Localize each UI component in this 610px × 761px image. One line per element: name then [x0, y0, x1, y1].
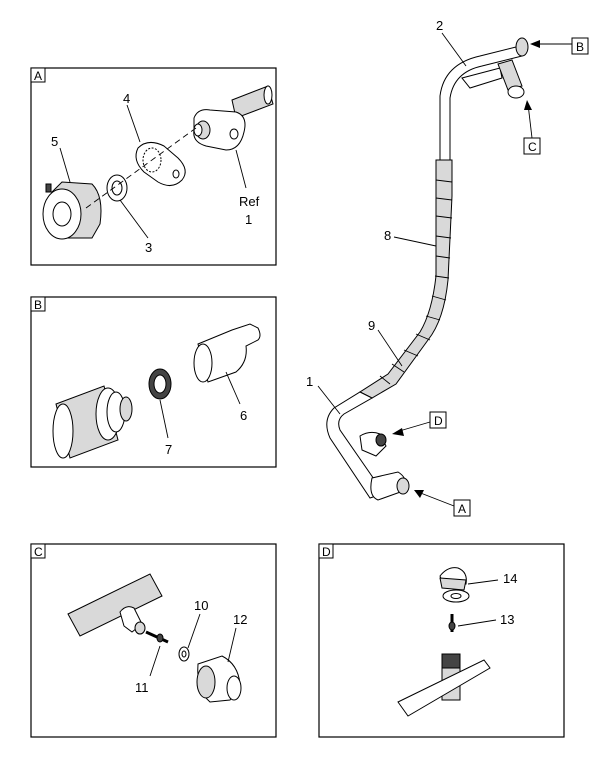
label-part-7: 7 — [165, 442, 172, 457]
label-part-5: 5 — [51, 134, 58, 149]
detail-panel-c: C 10 12 11 — [30, 543, 277, 738]
callout-a: A — [414, 490, 471, 517]
panel-d-cap — [439, 567, 470, 603]
panel-a-gasket — [135, 142, 186, 186]
panel-c-seal — [178, 646, 190, 662]
detail-panel-b: B 7 6 — [30, 296, 277, 468]
fitting-c — [497, 59, 525, 99]
callout-d: D — [392, 411, 447, 436]
svg-text:A: A — [458, 502, 466, 516]
panel-d-tag: D — [322, 545, 331, 559]
panel-c-tube — [67, 573, 163, 637]
label-ref: Ref — [239, 194, 260, 209]
panel-c-cap — [196, 655, 242, 703]
label-part-4: 4 — [123, 91, 130, 106]
panel-a-tube — [231, 85, 274, 119]
main-hose-assembly: 2 8 9 1 B C D A — [306, 18, 589, 517]
panel-b-cap — [193, 323, 261, 383]
label-part-13: 13 — [500, 612, 514, 627]
panel-d-tube — [397, 659, 491, 717]
label-part-1: 1 — [306, 374, 313, 389]
label-part-11: 11 — [135, 680, 149, 695]
label-part-8: 8 — [384, 228, 391, 243]
svg-text:C: C — [528, 140, 537, 154]
label-part-2: 2 — [436, 18, 443, 33]
label-part-6: 6 — [240, 408, 247, 423]
callout-b: B — [530, 37, 589, 55]
detail-panel-d: D 14 13 — [318, 543, 565, 738]
panel-c-valve-core — [145, 630, 169, 644]
panel-a-flange — [193, 109, 246, 151]
hose-wrap-bands — [379, 179, 453, 385]
label-part-3: 3 — [145, 240, 152, 255]
label-part-10: 10 — [194, 598, 208, 613]
panel-c-fitting — [119, 606, 146, 635]
detail-panel-a: A — [30, 67, 277, 266]
panel-a-washer — [106, 174, 128, 202]
label-part-14: 14 — [503, 571, 517, 586]
panel-a-cap — [42, 181, 102, 240]
panel-a-tag: A — [34, 69, 42, 83]
fitting-a-flange — [370, 471, 410, 501]
svg-text:B: B — [576, 40, 584, 54]
fitting-d — [359, 431, 387, 457]
label-ref-part-1: 1 — [245, 212, 252, 227]
svg-text:D: D — [434, 414, 443, 428]
label-part-9: 9 — [368, 318, 375, 333]
panel-b-tube — [52, 385, 133, 459]
panel-d-valve-core — [448, 614, 456, 632]
callout-c: C — [523, 100, 541, 155]
label-part-12: 12 — [233, 612, 247, 627]
panel-b-o-ring — [148, 368, 172, 400]
panel-c-tag: C — [34, 545, 43, 559]
panel-b-tag: B — [34, 298, 42, 312]
